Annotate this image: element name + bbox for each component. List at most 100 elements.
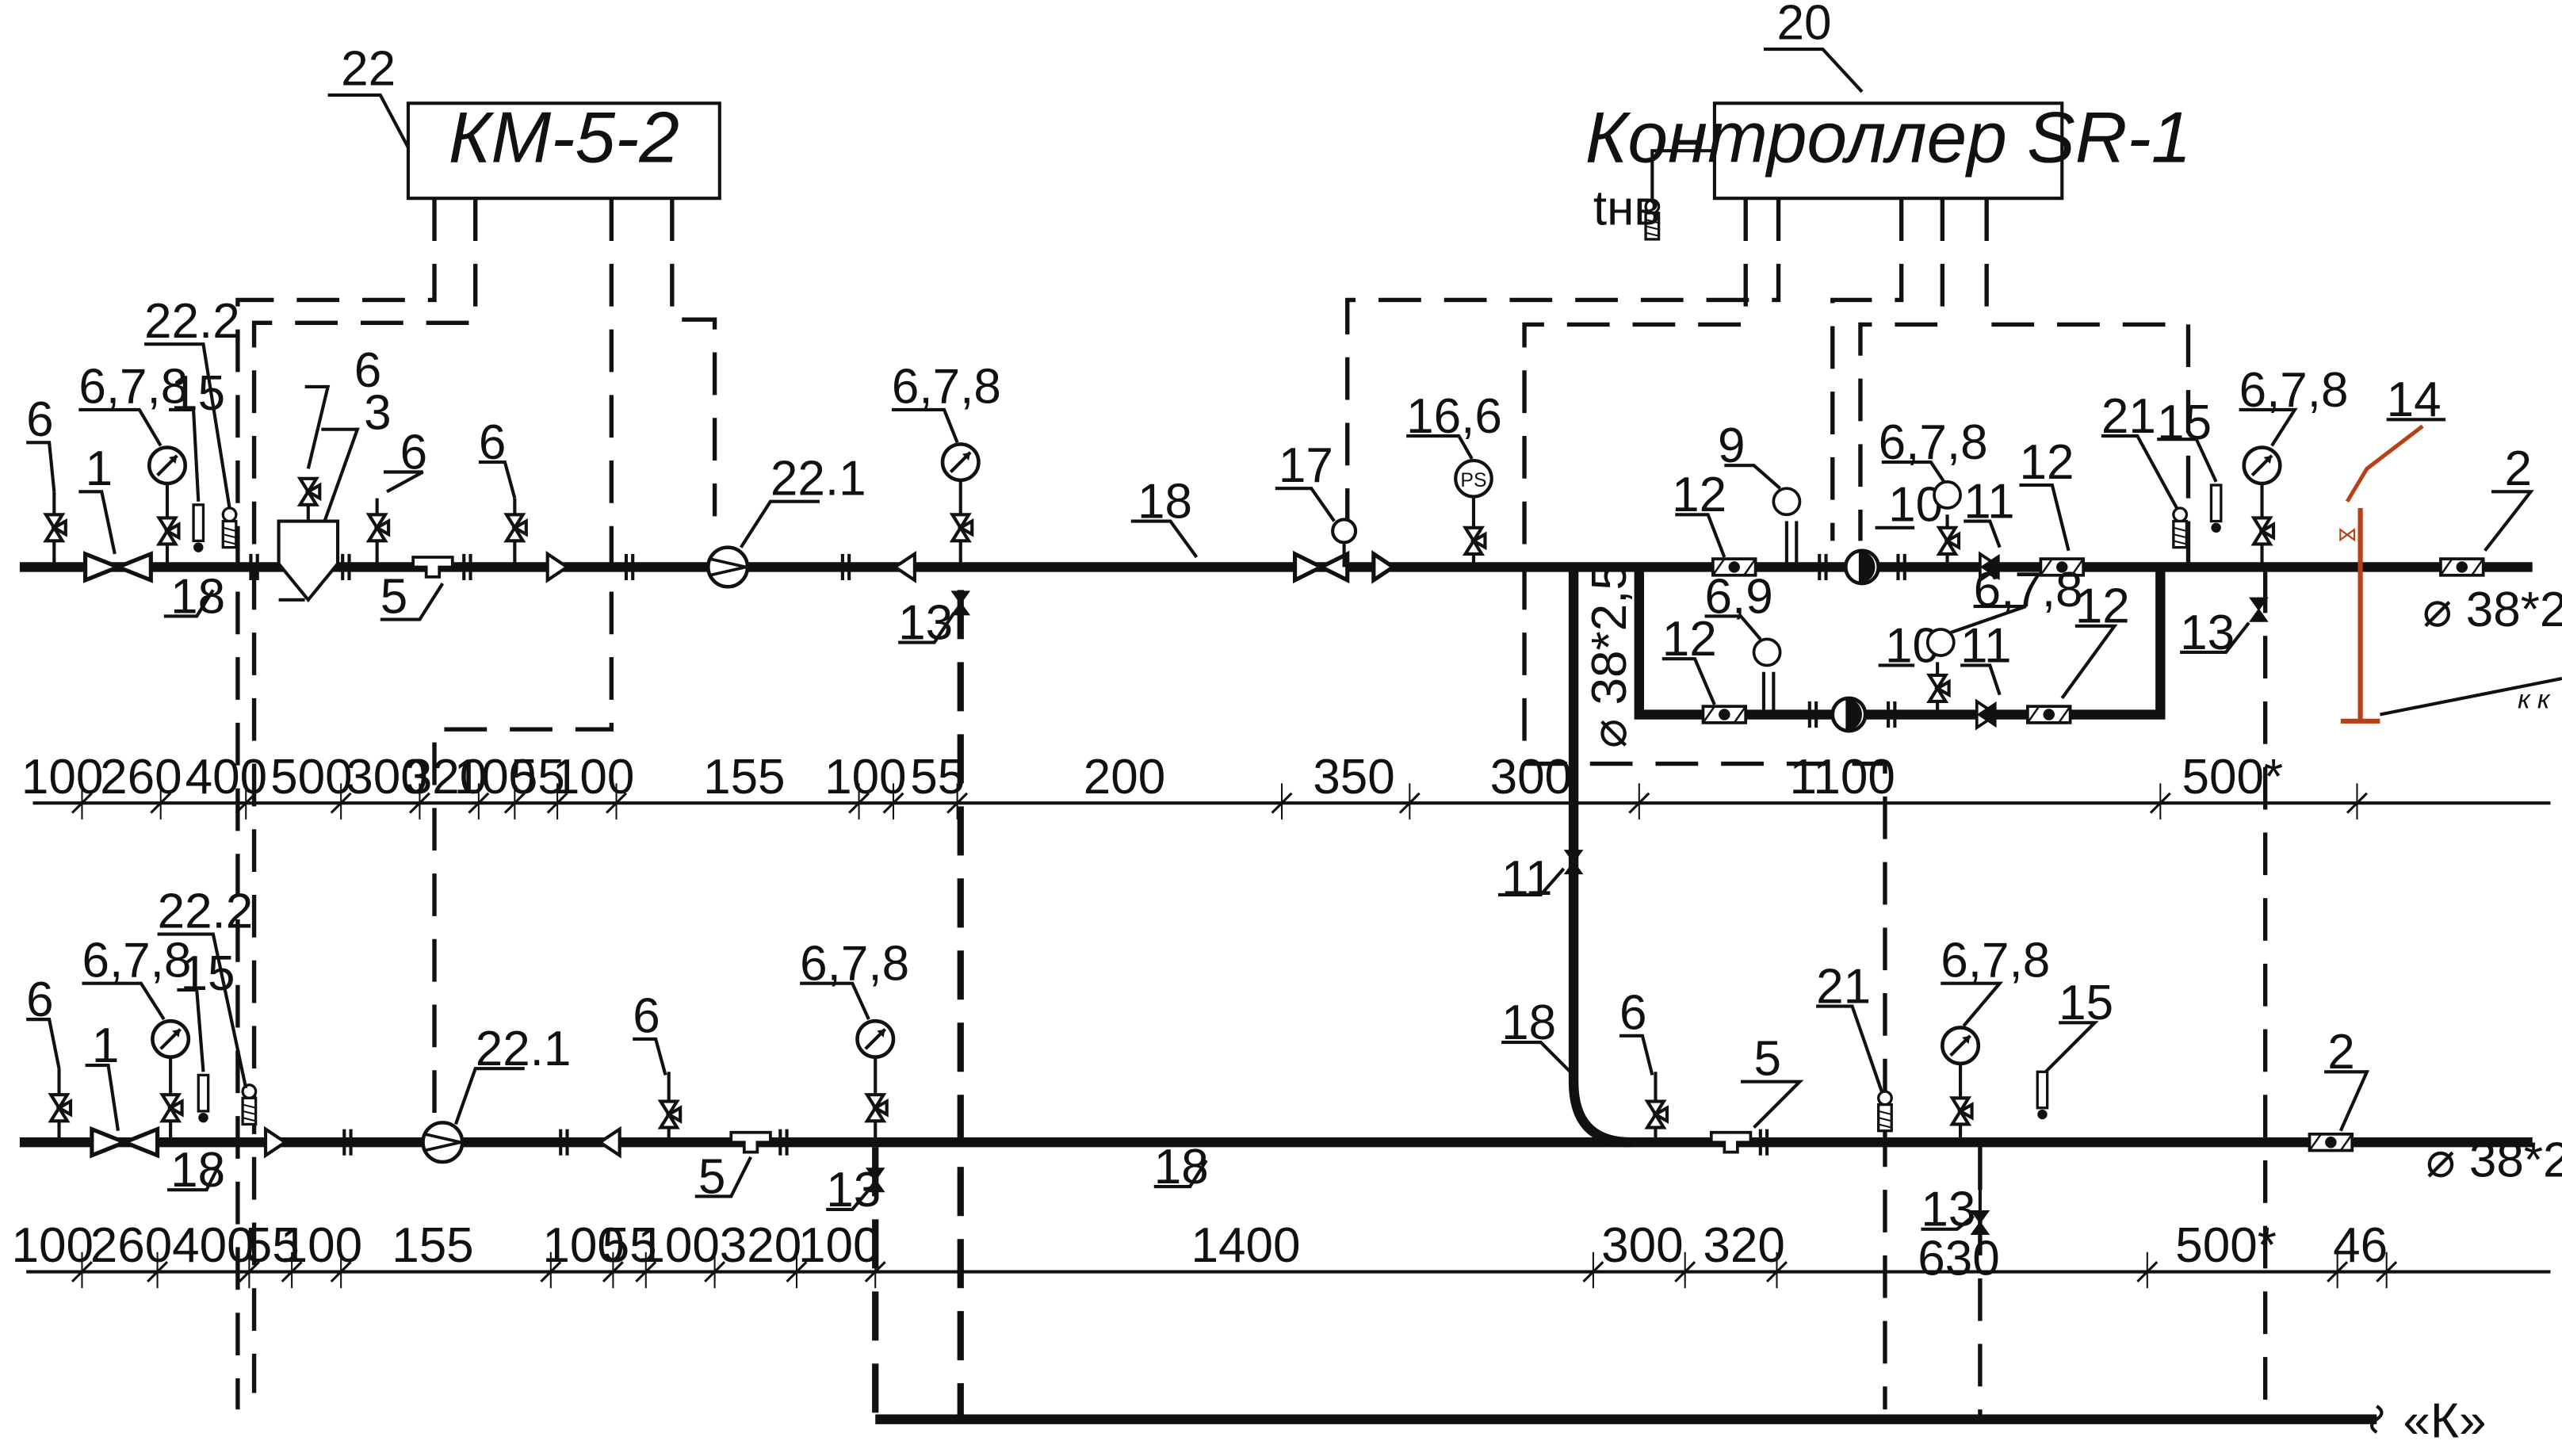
dim-top-value: 400 [185,750,267,804]
dim-top-value: 260 [100,750,182,804]
label-678a: 6,7,8 [78,360,188,415]
dim-top-value: 300 [1490,750,1572,804]
dim-bottom-value: 55 [245,1218,300,1273]
dim-top-value: 100 [454,750,536,804]
k-connection-label: «К» [2403,1393,2486,1448]
dim-bottom-tick [71,1252,93,1289]
label-9: 9 [1718,418,1746,473]
label-18a: 18 [170,569,225,624]
controller-box-label: Контроллер SR-1 [1585,98,2192,178]
label-5b: 5 [1754,1031,1782,1086]
label-222b: 22.2 [158,884,254,938]
dim-bottom-tick [238,1252,260,1289]
dim-top-tick [71,783,93,820]
label-6d: 6 [479,415,507,470]
dim-top-value: 500* [2182,750,2284,804]
dim-top-value: 200 [1084,750,1165,804]
outdoor-temp-sensor: tнв [1593,149,1715,241]
label-2a: 2 [2505,441,2533,496]
dim-bottom-value: 100 [542,1218,624,1273]
dim-bottom-value: 100 [12,1218,94,1273]
dim-bottom-value: 500* [2175,1218,2277,1273]
dim-top-value: 100 [553,750,634,804]
dim-bottom-value: 100 [798,1218,880,1273]
dim-bottom-tick [540,1252,562,1289]
leader-22: 22 [327,42,410,149]
label-15a: 15 [170,366,225,421]
pipe-size-top: ⌀ 38*2,5 [2422,583,2562,637]
control-lines [235,198,2268,1420]
dim-bottom-tick [635,1252,657,1289]
dim-top-tick [330,783,352,820]
label-5a: 5 [380,569,407,624]
label-678g: 6,7,8 [82,933,191,988]
label-6c: 6 [400,425,427,480]
label-13c: 13 [826,1163,881,1217]
label-22: 22 [341,42,396,97]
label-21b: 21 [1816,959,1871,1014]
dim-bottom-value: 320 [1703,1218,1784,1273]
label-14: 14 [2387,373,2442,427]
dim-top-value: 55 [510,750,565,804]
dim-top-tick [2346,783,2368,820]
dim-top-tick [235,783,257,820]
label-13b: 13 [2180,606,2235,660]
dim-bottom-value: 320 [720,1218,801,1273]
pump-bypass-loop [1634,567,2166,720]
dim-top-tick [1628,783,1650,820]
label-13d: 13 [1921,1183,1975,1237]
dim-top-tick [946,783,969,820]
label-17: 17 [1279,438,1333,493]
label-6f: 6 [26,973,54,1027]
dim-bottom-tick [2136,1252,2159,1289]
dim-bottom-tick [281,1252,303,1289]
label-kk: к к [2518,685,2551,714]
label-166: 16,6 [1406,389,1502,444]
km-box-label: КМ-5-2 [449,98,679,178]
label-20: 20 [1776,0,1831,51]
dim-top-tick [408,783,430,820]
label-221b: 22.1 [476,1022,572,1076]
label-12c: 12 [1662,612,1717,667]
dim-bottom-value: 155 [392,1218,473,1273]
label-1a: 1 [86,441,113,496]
label-678c: 6,7,8 [1879,415,1988,470]
label-12b: 12 [2020,435,2074,490]
dim-top-value: 100 [21,750,103,804]
dim-bottom-tick [147,1252,169,1289]
label-1b: 1 [92,1018,120,1073]
dim-top-tick [468,783,490,820]
label-678d: 6,7,8 [2239,363,2349,418]
dim-top-value: 100 [824,750,906,804]
dim-bottom-tick [2376,1252,2398,1289]
svg-text:⋈: ⋈ [2338,524,2357,545]
dim-top-value: 500 [270,750,352,804]
dim-top-tick [882,783,904,820]
label-18d: 18 [170,1143,225,1198]
dim-top-tick [150,783,172,820]
label-11b: 11 [1960,618,2011,673]
label-2b: 2 [2327,1025,2355,1080]
label-69: 6,9 [1705,569,1773,624]
label-18c: 18 [1501,996,1556,1050]
dim-top-value: 300 [346,750,427,804]
dim-top-tick [546,783,568,820]
label-13a: 13 [898,595,953,650]
bypass-components: 11 18 [1497,850,1583,1073]
dim-top-value: 1100 [1790,750,1895,804]
label-678b: 6,7,8 [892,360,1001,415]
dim-bottom-value: 100 [637,1218,719,1273]
label-678h: 6,7,8 [800,936,909,991]
sr1-controller-box: Контроллер SR-1 [1585,98,2192,201]
label-11c: 11 [1501,851,1552,906]
dim-top-value: 55 [910,750,965,804]
label-11a: 11 [1964,474,2014,529]
label-6a: 6 [26,392,54,447]
bypass-pipe-vertical: ⌀ 38*2,5 [1568,563,1637,1148]
label-18e: 18 [1154,1140,1209,1194]
label-6g: 6 [633,989,660,1044]
